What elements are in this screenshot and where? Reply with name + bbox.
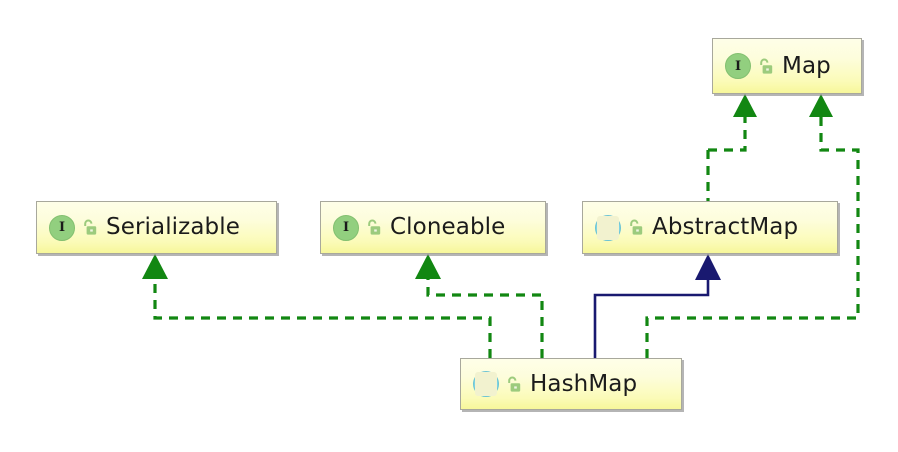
interface-icon-wrap: I: [725, 53, 751, 79]
class-icon-wrap: C: [473, 371, 499, 397]
arrowhead-extends: [695, 254, 721, 280]
uml-node-cloneable[interactable]: I Cloneable: [320, 201, 546, 254]
uml-node-abstractmap[interactable]: C AbstractMap: [582, 201, 838, 254]
arrowhead-implements: [415, 254, 441, 279]
edge-hashmap-implements-cloneable: [415, 254, 544, 358]
open-padlock-icon: [630, 219, 643, 235]
edge-abstractmap-implements-map: [706, 94, 757, 201]
arrowhead-implements: [733, 94, 757, 117]
open-padlock-icon: [368, 219, 381, 235]
class-icon: C: [473, 371, 499, 397]
interface-icon-wrap: I: [49, 214, 75, 241]
edge-hashmap-extends-abstractmap: [593, 254, 721, 358]
uml-node-hashmap[interactable]: C HashMap: [460, 358, 682, 410]
uml-node-label: Cloneable: [390, 214, 506, 240]
open-padlock-icon: [84, 219, 97, 235]
interface-icon-wrap: I: [333, 214, 359, 241]
uml-node-label: HashMap: [530, 370, 638, 397]
class-icon: C: [595, 214, 621, 241]
arrowhead-implements: [142, 254, 168, 279]
interface-icon: I: [333, 214, 359, 241]
arrowhead-implements: [809, 94, 833, 117]
uml-node-serializable[interactable]: I Serializable: [36, 201, 277, 254]
uml-node-map[interactable]: I Map: [712, 38, 862, 94]
interface-icon: I: [49, 214, 75, 241]
uml-node-label: Serializable: [106, 214, 240, 240]
uml-node-label: Map: [782, 52, 831, 79]
interface-icon: I: [725, 53, 751, 79]
open-padlock-icon: [760, 58, 773, 74]
class-icon-wrap: C: [595, 214, 621, 241]
uml-node-label: AbstractMap: [652, 214, 799, 240]
open-padlock-icon: [508, 376, 521, 392]
edge-hashmap-implements-serializable: [142, 254, 492, 358]
